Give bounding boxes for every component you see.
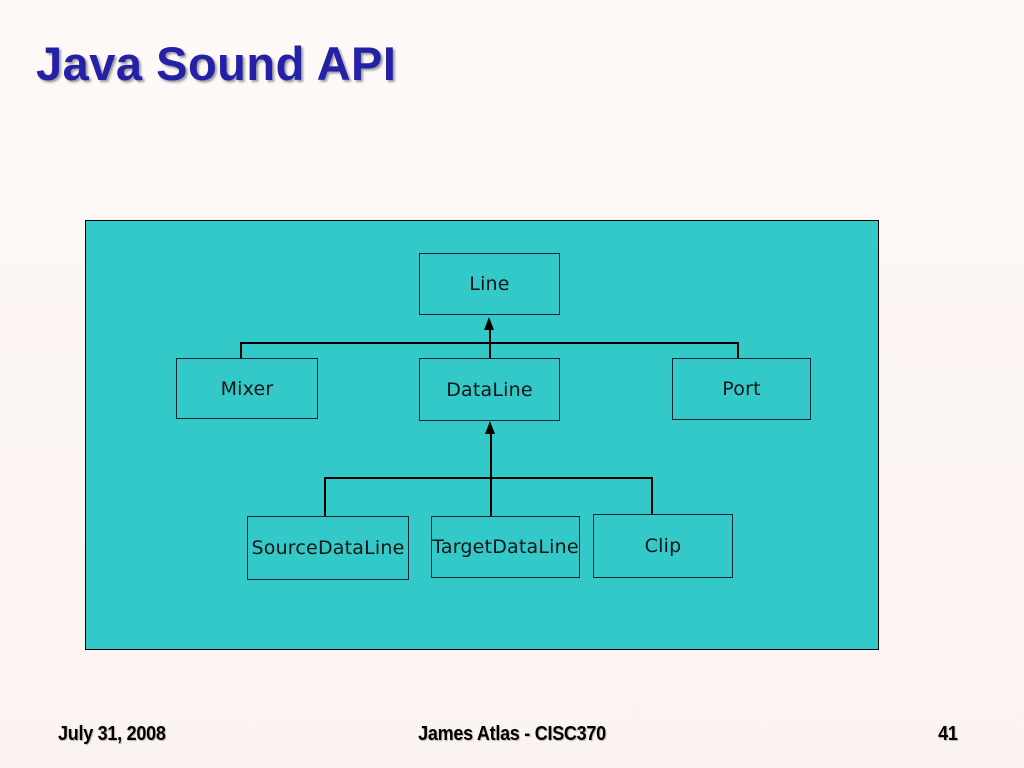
- diagram-node-mixer: Mixer: [176, 358, 318, 419]
- footer-date: July 31, 2008: [58, 723, 166, 745]
- diagram-node-targetdataline: TargetDataLine: [431, 516, 580, 578]
- diagram-node-clip: Clip: [593, 514, 733, 578]
- connector-port-stub: [737, 342, 739, 358]
- diagram-panel: Line Mixer DataLine Port SourceDataLine …: [85, 220, 879, 650]
- slide-title: Java Sound API: [36, 37, 397, 90]
- connector-mixer-stub: [240, 342, 242, 358]
- arrow-up-icon: [484, 317, 494, 330]
- connector-sourcedataline-stub: [324, 477, 326, 516]
- diagram-node-dataline: DataLine: [419, 358, 560, 421]
- footer-credit: James Atlas - CISC370: [418, 723, 606, 745]
- diagram-node-sourcedataline: SourceDataLine: [247, 516, 409, 580]
- connector-lower-horizontal: [324, 477, 652, 479]
- connector-clip-stub: [651, 477, 653, 514]
- connector-targetdataline-to-dataline-shaft: [490, 431, 492, 516]
- footer-page-number: 41: [938, 723, 959, 745]
- arrow-up-icon: [485, 421, 495, 434]
- diagram-node-port: Port: [672, 358, 811, 420]
- connector-dataline-to-line-shaft: [489, 326, 491, 358]
- diagram-node-line: Line: [419, 253, 560, 315]
